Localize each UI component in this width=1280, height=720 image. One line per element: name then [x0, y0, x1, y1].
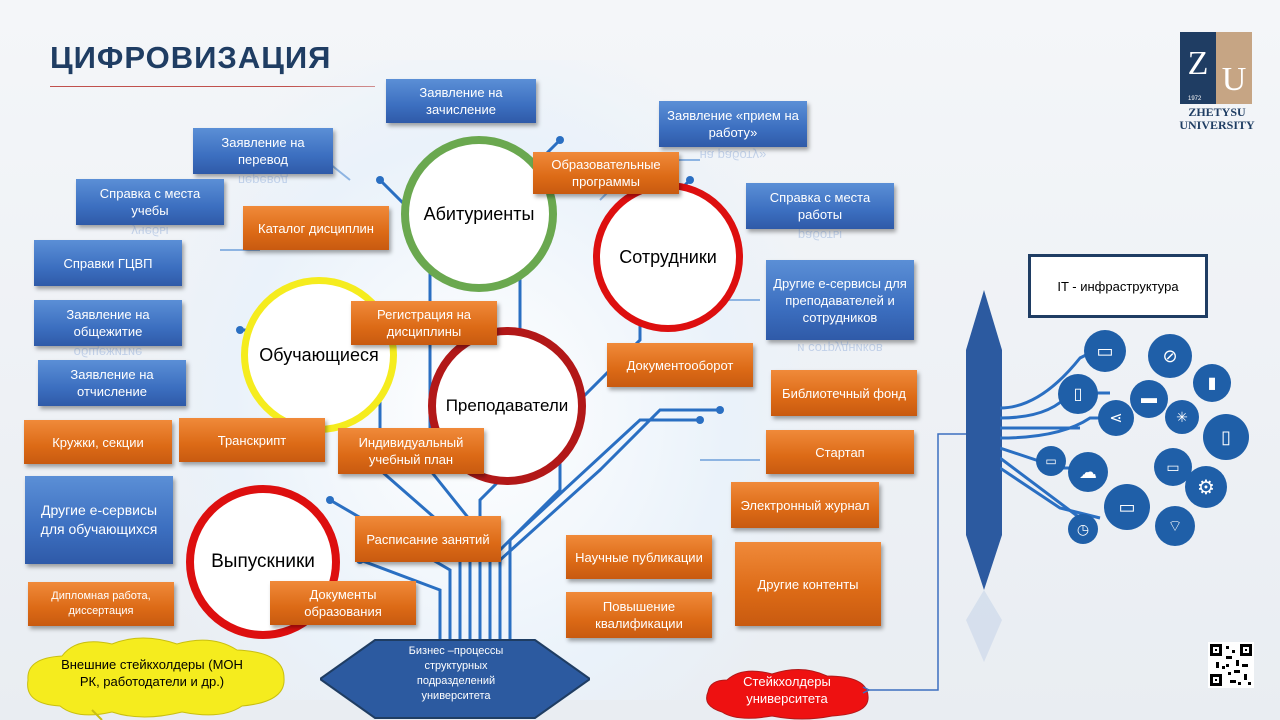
box-thesis: Дипломная работа, диссертация	[28, 582, 174, 626]
box-discipline-registration: Регистрация на дисциплины	[351, 301, 497, 345]
external-stakeholders-label: Внешние стейкхолдеры (МОН РК, работодате…	[61, 657, 243, 689]
gears-icon: ⚙	[1185, 466, 1227, 508]
nodes-icon: ✳	[1165, 400, 1199, 434]
box-educational-programs: Образовательные программы	[533, 152, 679, 194]
internal-stakeholders-label: Стейкхолдеры университета	[743, 674, 831, 706]
box-startup: Стартап	[766, 430, 914, 474]
svg-text:U: U	[1222, 61, 1247, 98]
box-other-staff-eservices: Другие е-сервисы для преподавателей и со…	[766, 260, 914, 340]
box-electronic-journal: Электронный журнал	[731, 482, 879, 528]
circle-employees: Сотрудники	[593, 182, 743, 332]
internal-stakeholders-cloud	[706, 669, 869, 720]
external-stakeholders-cloud	[27, 637, 285, 720]
business-process-label: Бизнес –процессы структурных подразделен…	[408, 645, 504, 702]
university-name-line1: ZHETYSU	[1188, 105, 1246, 119]
box-discipline-catalog: Каталог дисциплин	[243, 206, 389, 250]
tablet-icon: ▯	[1203, 414, 1249, 460]
box-clubs-sections: Кружки, секции	[24, 420, 172, 464]
wifi-icon: ⌔	[1155, 506, 1195, 546]
box-other-student-eservices: Другие е-сервисы для обучающихся	[25, 476, 173, 564]
box-transfer-application: Заявление на перевод	[193, 128, 333, 174]
box-hire-application: Заявление «прием на работу»	[659, 101, 807, 147]
circle-applicants: Абитуриенты	[401, 136, 557, 292]
university-name: ZHETYSU UNIVERSITY	[1172, 106, 1262, 132]
box-work-certificate: Справка с места работы	[746, 183, 894, 229]
box-class-schedule: Расписание занятий	[355, 516, 501, 562]
folder-icon: ▬	[1130, 380, 1168, 418]
box-education-documents: Документы образования	[270, 581, 416, 625]
box-enrollment-application: Заявление на зачисление	[386, 79, 536, 123]
box-individual-study-plan: Индивидуальный учебный план	[338, 428, 484, 474]
laptop-icon: ▭	[1036, 446, 1066, 476]
box-gcvp-certificates: Справки ГЦВП	[34, 240, 182, 286]
qr-code	[1208, 642, 1254, 688]
university-name-line2: UNIVERSITY	[1179, 118, 1255, 132]
phone-icon: ▯	[1058, 374, 1098, 414]
box-expulsion-application: Заявление на отчисление	[38, 360, 186, 406]
box-study-certificate: Справка с места учебы	[76, 179, 224, 225]
box-transcript: Транскрипт	[179, 418, 325, 462]
monitor-icon: ▭	[1104, 484, 1150, 530]
it-infrastructure-box: IT - инфраструктура	[1028, 254, 1208, 318]
box-dormitory-application: Заявление на общежитие	[34, 300, 182, 346]
zhetysu-university-logo: Z U 1972	[1180, 32, 1252, 104]
share-icon: ⋖	[1098, 400, 1134, 436]
clock-icon: ◷	[1068, 514, 1098, 544]
computer-icon: ▭	[1084, 330, 1126, 372]
business-process-hexagon	[320, 639, 590, 719]
vertical-diamond-bar	[966, 290, 1002, 662]
svg-text:Z: Z	[1188, 45, 1209, 82]
svg-text:1972: 1972	[1188, 96, 1202, 102]
box-scientific-publications: Научные публикации	[566, 535, 712, 579]
bar-chart-icon: ▮	[1193, 364, 1231, 402]
it-icon-cluster	[1000, 346, 1120, 520]
box-qualification-upgrade: Повышение квалификации	[566, 592, 712, 638]
satellite-icon: ⊘	[1148, 334, 1192, 378]
cloud-icon: ☁	[1068, 452, 1108, 492]
box-other-content: Другие контенты	[735, 542, 881, 626]
box-document-flow: Документооборот	[607, 343, 753, 387]
box-library-fund: Библиотечный фонд	[771, 370, 917, 416]
